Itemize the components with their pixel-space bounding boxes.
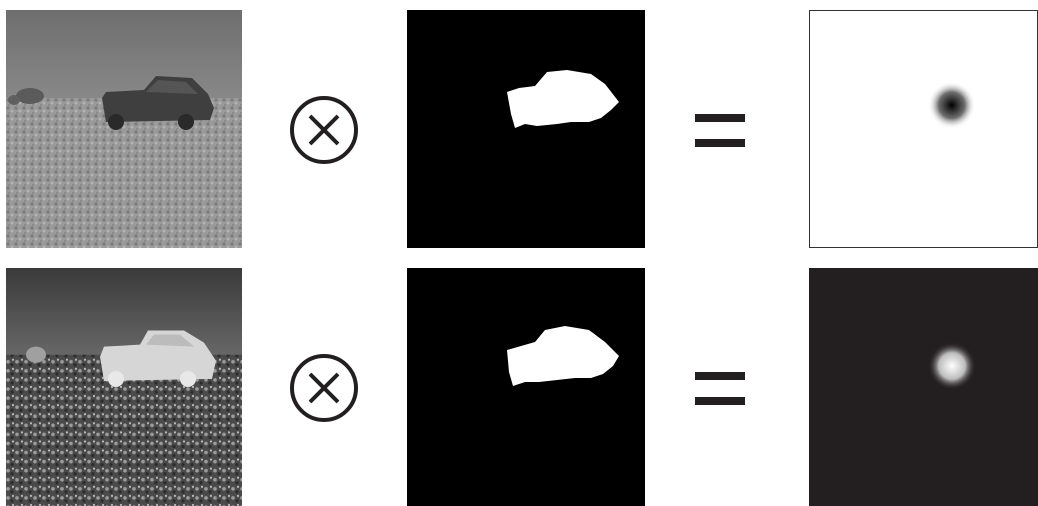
thermal-result bbox=[809, 268, 1038, 506]
bright-blob-image bbox=[809, 268, 1038, 506]
equals-icon bbox=[695, 114, 745, 148]
equals-bar-bottom bbox=[695, 139, 745, 147]
thermal-mask bbox=[407, 268, 645, 506]
visible-photo-image bbox=[6, 10, 242, 248]
visible-photo bbox=[6, 10, 242, 248]
equals-icon bbox=[695, 372, 745, 406]
diagram-row-thermal bbox=[0, 268, 1038, 506]
convolution-operator-icon bbox=[288, 352, 360, 424]
car-mask-shape bbox=[407, 10, 645, 248]
visible-mask bbox=[407, 10, 645, 248]
car-mask-shape bbox=[407, 268, 645, 506]
equals-bar-top bbox=[695, 114, 745, 122]
convolution-operator-icon bbox=[288, 94, 360, 166]
equals-bar-bottom bbox=[695, 397, 745, 405]
diagram-row-visible bbox=[0, 10, 1038, 248]
visible-result bbox=[809, 10, 1038, 248]
equals-bar-top bbox=[695, 372, 745, 380]
dark-blob-image bbox=[810, 11, 1037, 247]
thermal-photo-image bbox=[6, 268, 242, 506]
thermal-photo bbox=[6, 268, 242, 506]
